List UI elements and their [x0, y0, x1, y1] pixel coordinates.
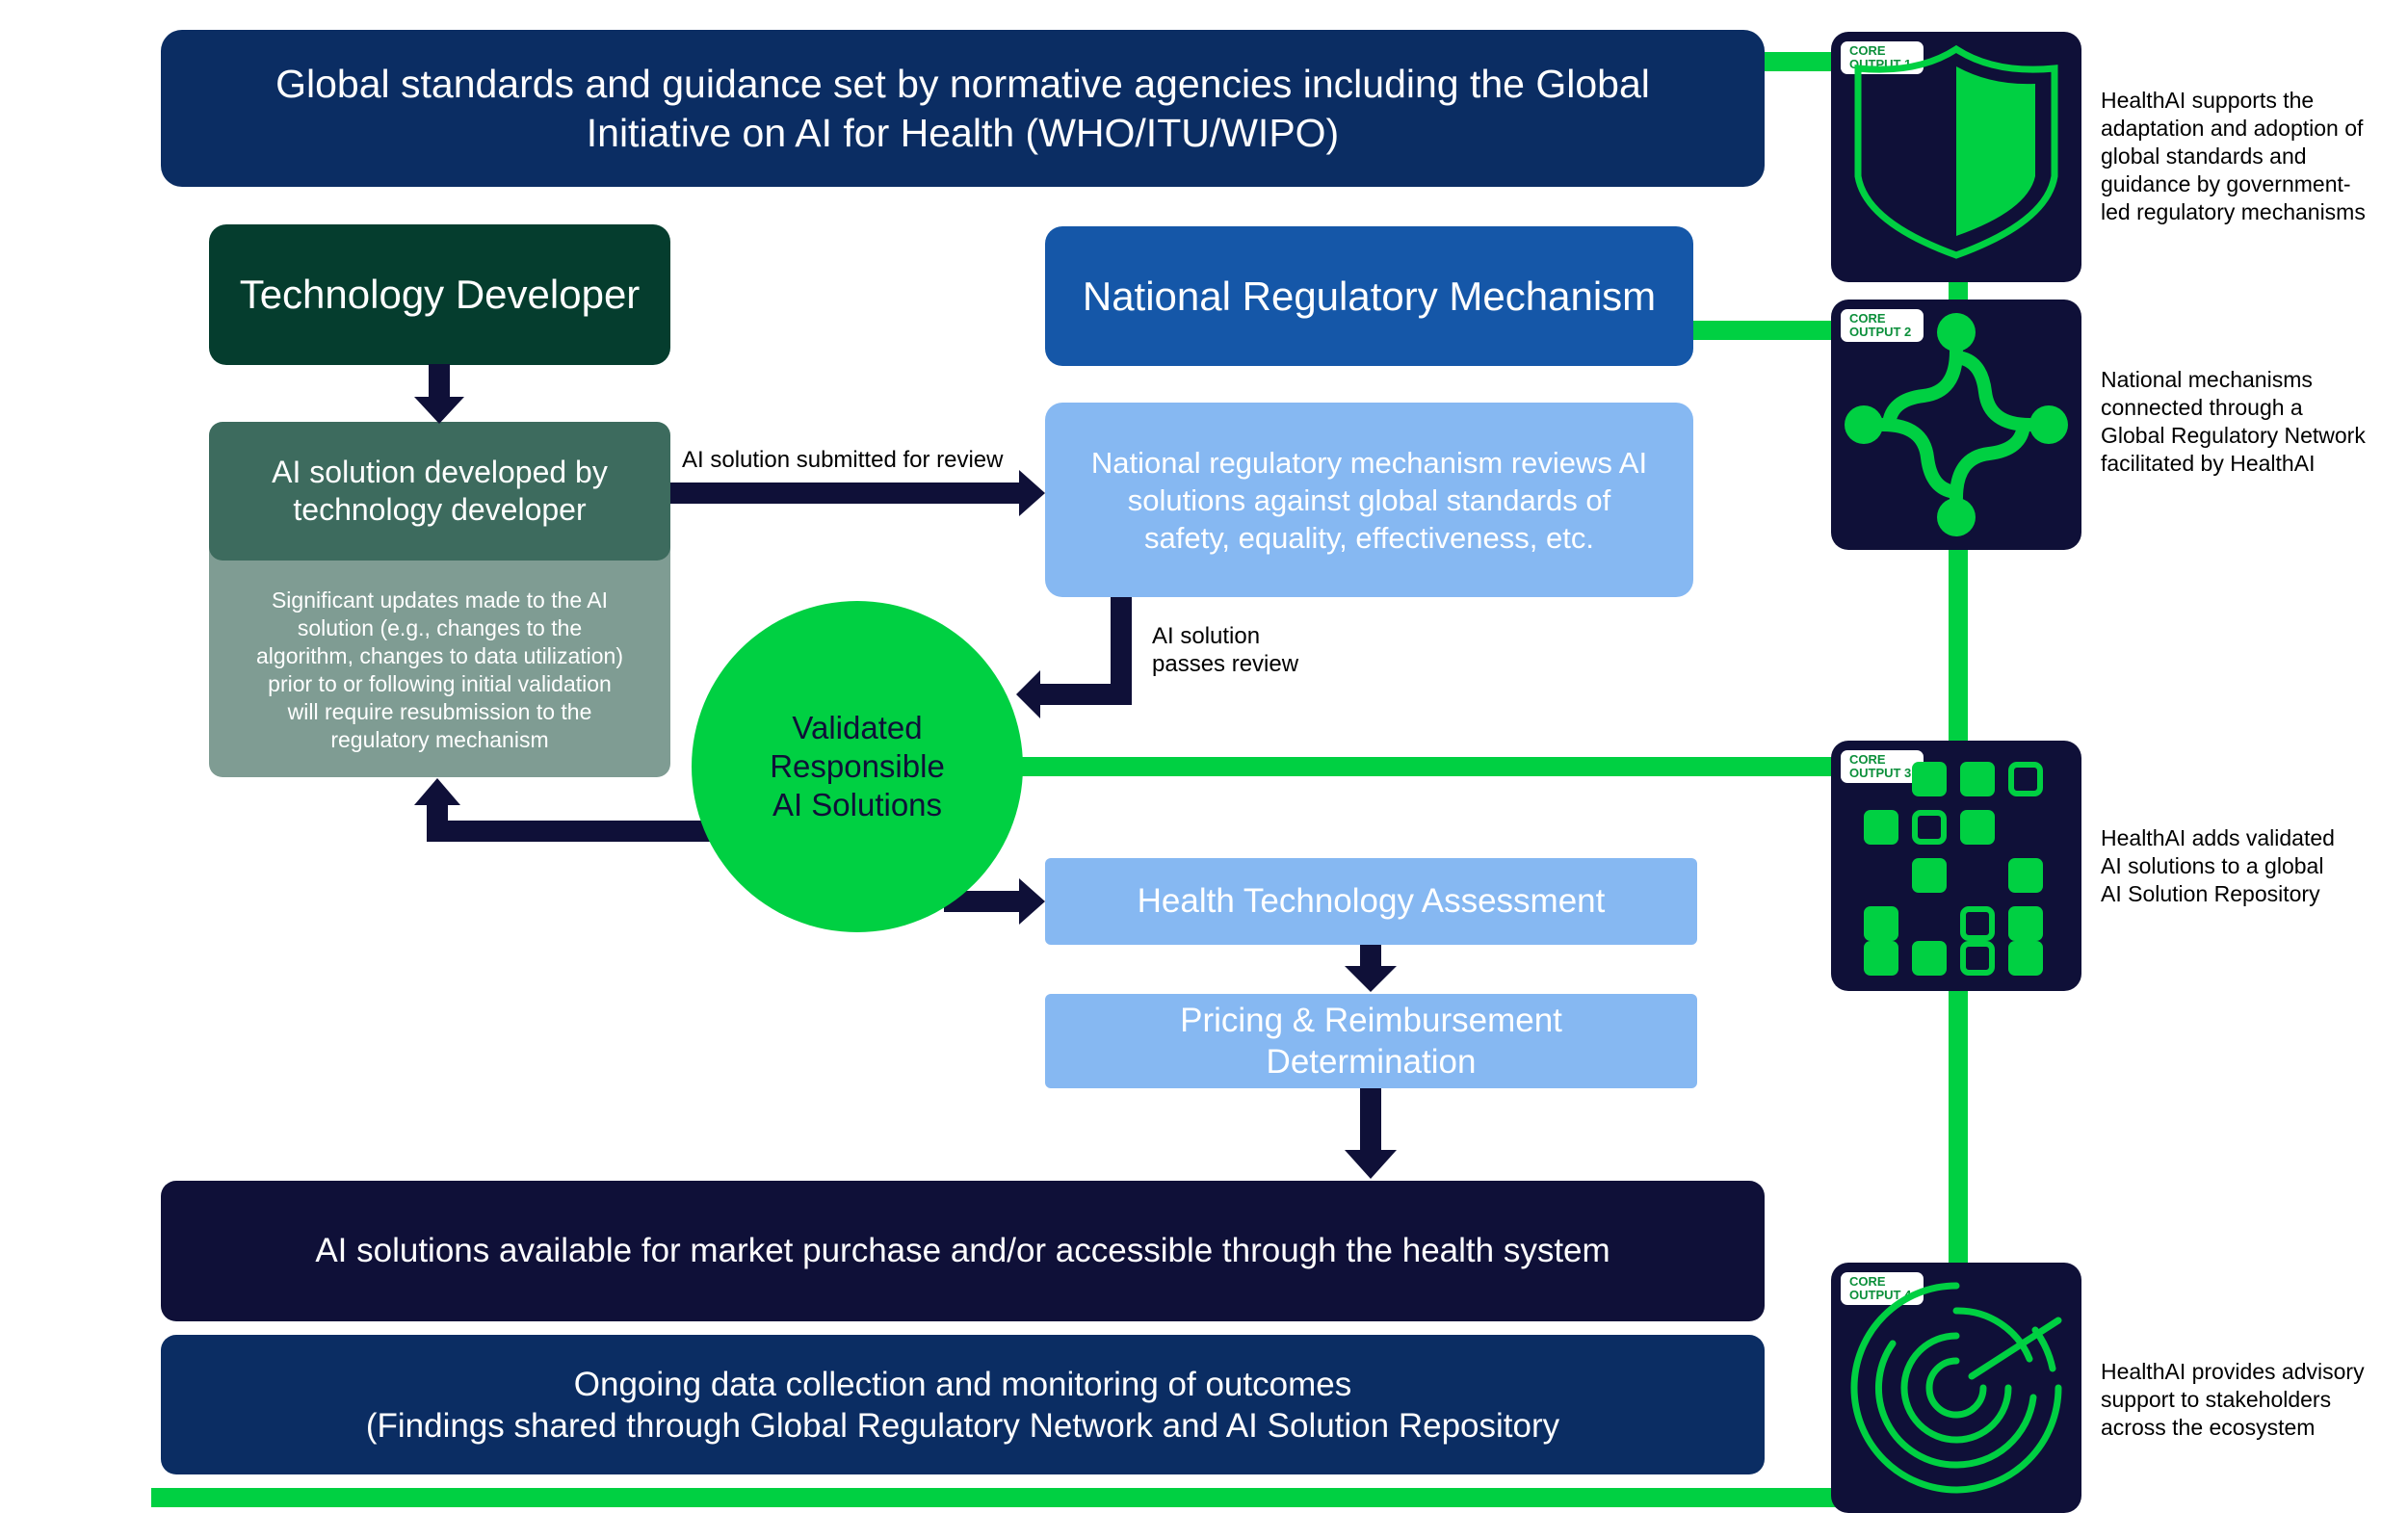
technology-developer-label: Technology Developer	[239, 272, 641, 317]
repository-grid-icon	[1864, 762, 2043, 976]
global-standards-banner: Global standards and guidance set by nor…	[161, 30, 1765, 187]
market-available-box: AI solutions available for market purcha…	[161, 1181, 1765, 1321]
connector-line-validated	[1016, 757, 1838, 776]
submitted-for-review-label: AI solution submitted for review	[682, 447, 1004, 473]
arrow-developer-to-solution	[414, 364, 464, 424]
significant-updates-text: Significant updates made to the AI solut…	[256, 587, 623, 752]
health-technology-assessment-box: Health Technology Assessment	[1045, 858, 1697, 945]
arrow-passes-review	[1016, 597, 1132, 718]
national-regulatory-mechanism-box: National Regulatory Mechanism	[1045, 226, 1693, 366]
arrow-resubmission	[414, 778, 716, 842]
core-output-4-card: CORE OUTPUT 4	[1831, 1263, 2081, 1513]
ongoing-monitoring-box: Ongoing data collection and monitoring o…	[161, 1335, 1765, 1474]
core-output-3-card: CORE OUTPUT 3	[1831, 741, 2081, 991]
arrow-validated-to-hta	[944, 878, 1045, 925]
core-output-1-card: CORE OUTPUT 1	[1831, 32, 2081, 282]
connector-line-regulatory	[1693, 321, 1838, 340]
ai-solution-developed-box: AI solution developed by technology deve…	[209, 422, 670, 561]
validated-solutions-circle: Validated Responsible AI Solutions	[692, 601, 1023, 932]
technology-developer-box: Technology Developer	[209, 224, 670, 365]
national-review-text: National regulatory mechanism reviews AI…	[1090, 445, 1648, 555]
global-standards-text: Global standards and guidance set by nor…	[275, 61, 1650, 155]
significant-updates-box: Significant updates made to the AI solut…	[209, 539, 670, 777]
network-icon	[1845, 313, 2068, 536]
core-output-2-badge: CORE OUTPUT 2	[1841, 309, 1924, 342]
connector-line-standards	[1763, 52, 1838, 71]
validated-solutions-text: Validated Responsible AI Solutions	[770, 710, 945, 822]
pricing-reimbursement-box: Pricing & Reimbursement Determination	[1045, 994, 1697, 1088]
ai-solution-developed-text: AI solution developed by technology deve…	[272, 455, 608, 527]
core-output-2-description: National mechanisms connected through a …	[2101, 367, 2366, 476]
arrow-submitted-for-review	[670, 470, 1045, 516]
passes-review-label: AI solution passes review	[1152, 623, 1299, 677]
core-output-1-description: HealthAI supports the adaptation and ado…	[2101, 88, 2366, 224]
connector-line-bottom	[151, 1488, 1968, 1507]
pricing-reimbursement-label: Pricing & Reimbursement Determination	[1180, 1002, 1562, 1081]
national-review-box: National regulatory mechanism reviews AI…	[1045, 403, 1693, 597]
core-output-2-card: CORE OUTPUT 2	[1831, 300, 2081, 550]
maze-icon	[1850, 1282, 2062, 1494]
health-technology-assessment-label: Health Technology Assessment	[1137, 882, 1606, 920]
ongoing-monitoring-text: Ongoing data collection and monitoring o…	[365, 1365, 1560, 1445]
market-available-text: AI solutions available for market purcha…	[315, 1232, 1610, 1269]
core-output-3-badge: CORE OUTPUT 3	[1841, 750, 1924, 783]
arrow-pricing-to-market	[1345, 1088, 1397, 1179]
core-output-4-description: HealthAI provides advisory support to st…	[2101, 1359, 2365, 1440]
arrow-hta-to-pricing	[1345, 945, 1397, 992]
shield-icon	[1854, 44, 2058, 259]
core-output-3-description: HealthAI adds validated AI solutions to …	[2101, 825, 2335, 906]
national-regulatory-mechanism-label: National Regulatory Mechanism	[1082, 273, 1657, 319]
